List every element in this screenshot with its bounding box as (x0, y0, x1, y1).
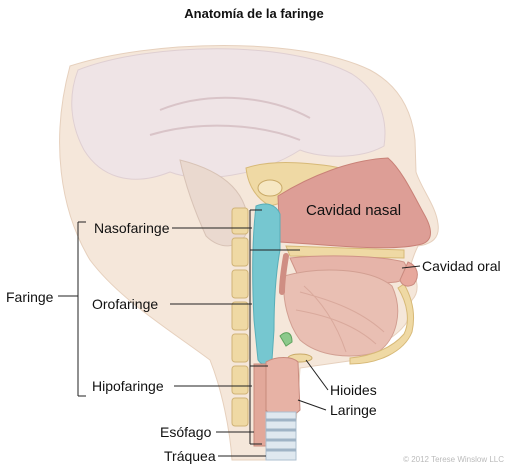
label-hioides: Hioides (330, 382, 377, 398)
esophagus (254, 364, 266, 446)
laringe-leader (298, 400, 326, 410)
sphenoid-sinus (258, 180, 282, 196)
cervical-spine (232, 208, 248, 426)
label-faringe: Faringe (6, 289, 53, 305)
label-traquea: Tráquea (164, 448, 216, 464)
copyright-notice: © 2012 Terese Winslow LLC (403, 455, 504, 464)
trachea (266, 412, 296, 460)
label-orofaringe: Orofaringe (92, 296, 158, 312)
larynx (266, 358, 300, 418)
label-esofago: Esófago (160, 424, 211, 440)
label-cavidad-nasal: Cavidad nasal (306, 203, 401, 219)
label-hipofaringe: Hipofaringe (92, 378, 164, 394)
label-cavidad-oral: Cavidad oral (422, 258, 501, 274)
label-nasofaringe: Nasofaringe (94, 220, 170, 236)
label-laringe: Laringe (330, 402, 377, 418)
